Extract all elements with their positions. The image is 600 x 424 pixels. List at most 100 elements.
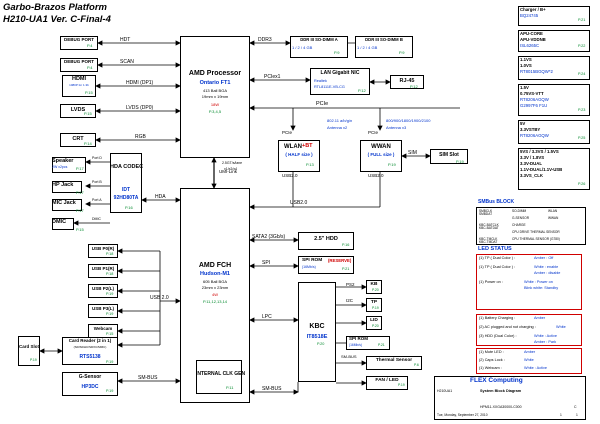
led-status-item: (1) Mute LED :	[479, 350, 504, 354]
lan-title: LAN Gigabit NIC	[320, 70, 360, 76]
page-ref: P.15	[76, 227, 84, 232]
power-rail-box	[518, 84, 590, 116]
bus-kbc-smbus-right: SM-BUS	[341, 354, 357, 359]
fan-led-box	[366, 376, 408, 390]
bus-pcie: PCIe	[316, 101, 329, 107]
power-rail-label: 3.3VSTBY	[520, 127, 541, 132]
wlan-bt: +BT	[302, 143, 313, 149]
page-ref: P.15	[85, 90, 93, 95]
usb-port-label: USB P1(R)	[91, 266, 115, 271]
audio-device-label: Speaker	[52, 158, 74, 164]
page-ref: P.26	[578, 182, 586, 186]
page-ref: P.21	[578, 18, 586, 22]
arrow-head	[361, 360, 367, 366]
kbc-box	[298, 282, 336, 382]
arrow-head	[95, 83, 101, 89]
bus-spi: SPI	[262, 260, 271, 266]
arrow-head	[117, 342, 123, 348]
arrow-head	[249, 105, 255, 111]
codec-port-label: Port A	[92, 198, 102, 202]
card-reader-title: Card Reader (2 in 1)	[68, 338, 112, 343]
bus-smbus: SM-BUS	[138, 375, 158, 381]
dimm-a-size: 1 / 2 / 4 GB	[292, 45, 313, 50]
led-status-group	[476, 314, 582, 346]
codec-part: 92HD80TA	[113, 195, 139, 201]
wwan-box	[360, 140, 402, 172]
spi-rom-reserve-box	[298, 256, 354, 274]
spi-rom-label: SPI ROM	[349, 336, 369, 341]
page-ref: P.21	[378, 343, 385, 347]
diagram-version: H210-UA1 Ver. C-Final-4	[3, 14, 111, 25]
arrow-head	[211, 183, 217, 189]
page-ref: P.9	[334, 50, 340, 55]
card-slot-label: Card Slot	[18, 344, 39, 349]
power-ic-part: RT8015BGQW*2	[520, 69, 553, 74]
bus-sim: SIM	[408, 150, 417, 156]
audio-device-label: DMIC	[52, 219, 67, 225]
arrow-head	[175, 83, 181, 89]
page-ref: P.20	[372, 288, 379, 292]
diagram-title: Garbo-Brazos Platform	[3, 2, 107, 13]
hdmi-label: HDMI	[71, 76, 87, 82]
company-logo: FLEX Computing	[470, 377, 523, 384]
kbc-part: IT8518E	[306, 334, 328, 340]
page-ref: P.19	[106, 360, 114, 364]
page-ref: P.15	[106, 332, 114, 336]
arrow-head	[117, 248, 123, 254]
sim-slot-box	[430, 149, 468, 164]
arrow-head	[175, 108, 181, 114]
bus-usb-wireless: USB2.0	[290, 200, 308, 206]
arrow-head	[85, 201, 91, 207]
audio-mic-jack-box	[52, 199, 82, 211]
power-rail-box	[518, 6, 590, 26]
led-status-value: White : Active	[534, 334, 557, 338]
lan-box	[310, 68, 370, 95]
page-ref: P.19	[456, 159, 464, 164]
led-status-item: (1) TP ( Dual Color ) :	[479, 256, 516, 260]
page-ref: P.6	[414, 363, 419, 367]
smbus-table-cell: SO-DIMM	[512, 209, 527, 213]
power-rail-label: 3.3V-DUAL	[520, 161, 542, 166]
usb-port-box	[88, 264, 118, 278]
led-status-value: White : Active	[524, 366, 547, 370]
page-ref: P.22	[578, 44, 586, 48]
wlan-antenna: Antenna x2	[327, 125, 348, 130]
bus-hdmi: HDMI (DP1)	[126, 80, 154, 86]
spi-rom-reserve-tag: (RESERVE)	[328, 258, 352, 263]
title-block	[434, 376, 586, 420]
arrow-head	[249, 204, 255, 210]
so-dimm-b-box	[355, 36, 413, 58]
led-status-value: White	[524, 358, 534, 362]
smbus-table-cell: KBC-TMCLK	[479, 237, 498, 241]
audio-hp-jack-box	[52, 181, 82, 193]
wwan-size: ( FULL size )	[367, 152, 395, 157]
page-ref: P.16	[342, 243, 350, 247]
spi-rom-speed: (16Mb/s)	[349, 343, 363, 347]
rj45-box	[390, 75, 424, 89]
power-rail-label: Charger / B+	[520, 7, 546, 12]
hda-codec-box	[110, 153, 142, 213]
arrow-head	[293, 263, 299, 269]
codec-port-label: Port D	[92, 156, 102, 160]
audio-dmic-box	[52, 218, 74, 230]
smbus-table-cell: KBC-BATCLK	[479, 223, 499, 227]
led-status-group	[476, 254, 582, 310]
wlan-box	[278, 140, 320, 172]
page-ref: P.21	[342, 267, 350, 271]
codec-port-label: DMIC	[92, 217, 101, 221]
codec-port-label: Port B	[92, 180, 102, 184]
page-ref: P.11	[226, 385, 234, 390]
dimm-a-label: DDR III SO-DIMM A	[300, 37, 338, 42]
kbc-peripheral-label: KB	[370, 282, 378, 287]
fch-package: 605 Ball BGA	[202, 279, 227, 284]
arrow-head	[73, 220, 79, 226]
bus-kbc-smbus: SM-BUS	[262, 386, 282, 392]
page-ref: P.24	[578, 72, 586, 76]
rj45-label: RJ-45	[399, 78, 415, 84]
card-reader-part: RTS5138	[79, 354, 101, 360]
smbus-table-cell: SMBCLK	[479, 209, 493, 213]
cpu-box	[180, 36, 250, 158]
lan-part: RTL8111E-VB-CG	[314, 85, 345, 89]
led-status-value: Amber : disable	[534, 271, 561, 275]
